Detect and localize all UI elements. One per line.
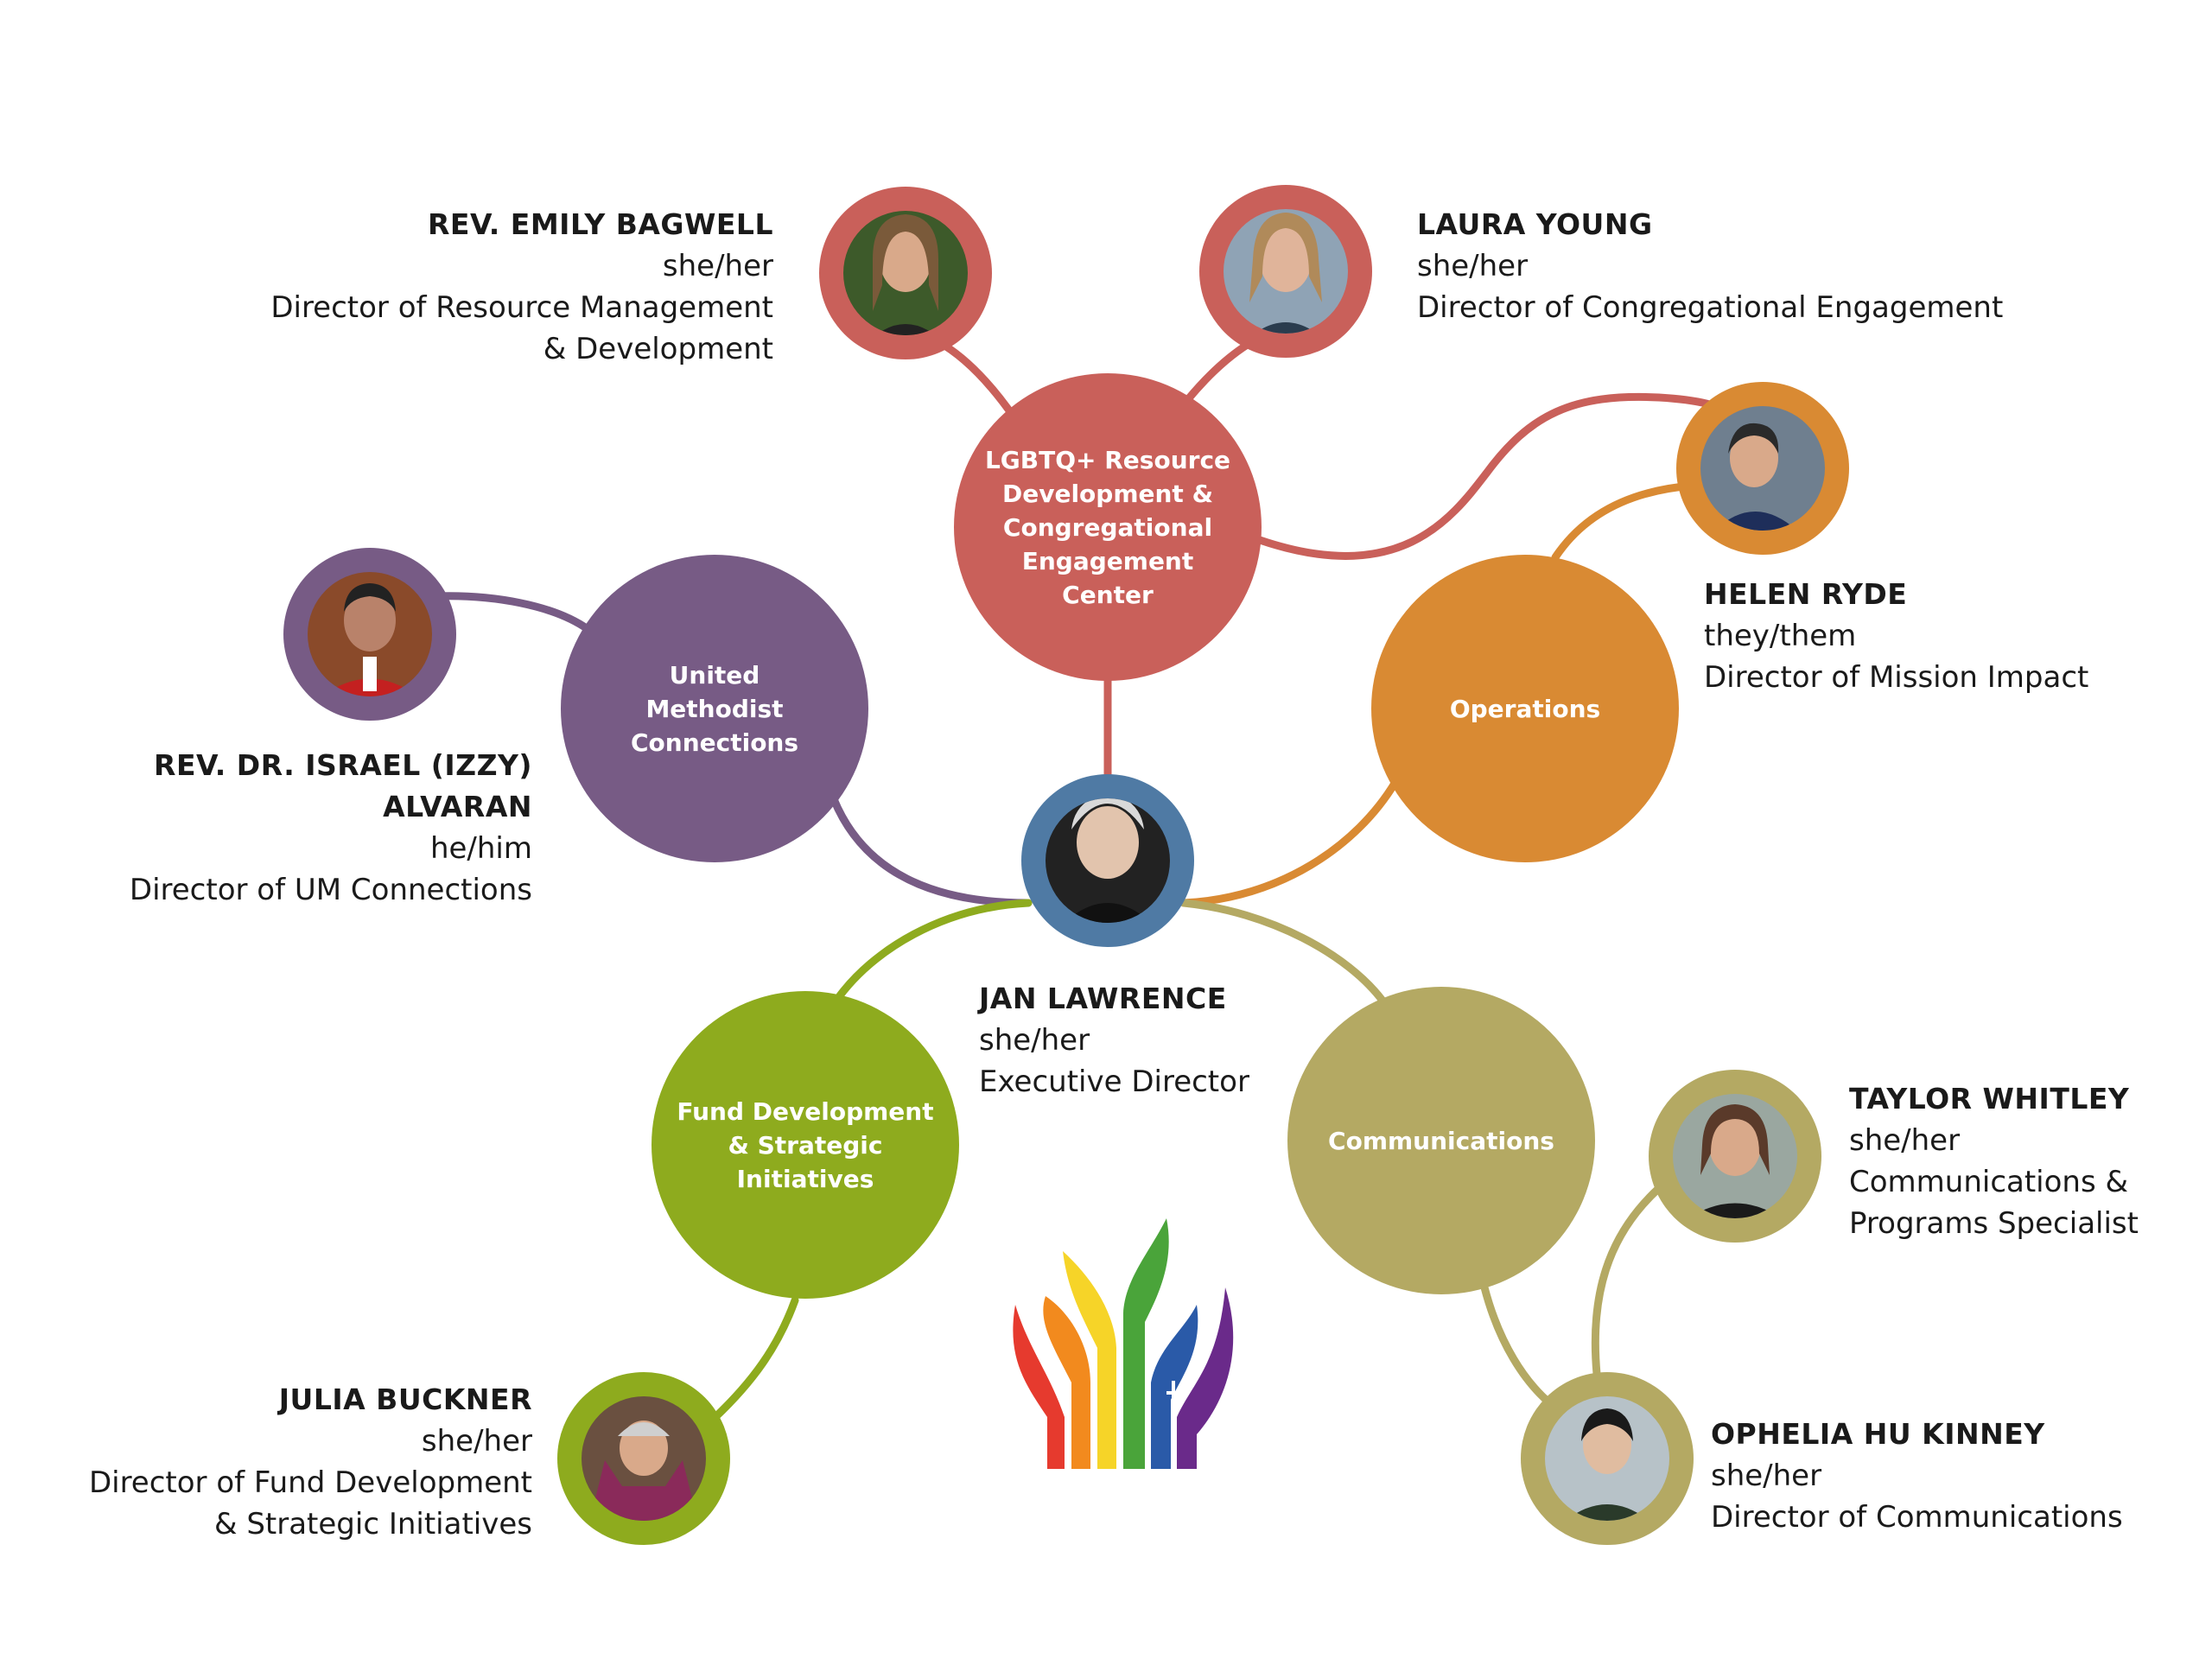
person-title: Director of Mission Impact [1704,660,2089,695]
person-title: Communications & [1849,1165,2129,1199]
communications-node [1287,987,1595,1294]
person-pronouns: she/her [1417,249,1529,283]
fund-development-label: Fund Development & Strategic Initiatives [677,1096,934,1193]
um-connections-node [561,555,868,862]
person-title: Director of UM Connections [129,873,532,907]
avatar-julia [557,1372,730,1545]
connector-operations-helen [1551,481,1698,562]
operations-label: Operations [1449,694,1601,723]
person-title: Executive Director [979,1065,1249,1099]
person-name: REV. EMILY BAGWELL [428,207,773,241]
connector-taylor-ophelia [1591,1184,1663,1378]
avatar-taylor [1649,1070,1821,1243]
person-title: Director of Congregational Engagement [1417,290,2004,325]
person-name: JULIA BUCKNER [278,1382,532,1416]
flame-hands-logo-icon [1013,1218,1234,1469]
person-taylor: TAYLOR WHITLEY she/her Communications & … [1849,1078,2139,1244]
connector-comms-ophelia [1480,1283,1555,1408]
person-pronouns: she/her [662,249,773,283]
connector-exec-um [830,795,1033,907]
person-title: Director of Fund Development [88,1465,532,1500]
person-name: OPHELIA HU KINNEY [1711,1417,2045,1451]
connector-fund-julia [711,1296,799,1421]
person-title-continued: Programs Specialist [1849,1206,2139,1241]
person-pronouns: he/him [429,831,532,866]
person-name: HELEN RYDE [1704,577,1908,611]
person-title: Director of Communications [1711,1500,2123,1535]
person-name: REV. DR. ISRAEL (IZZY) ALVARAN [154,748,532,823]
avatar-izzy [283,548,456,721]
person-pronouns: she/her [1711,1459,1822,1493]
lgbtq-center-node [954,373,1262,681]
connector-lgbtq-emily [933,337,1020,423]
person-title-continued: & Development [543,332,773,366]
connector-lgbtq-helen [1255,392,1732,560]
connector-um-izzy [432,592,592,633]
avatar-helen [1676,382,1849,555]
person-laura: LAURA YOUNG she/her Director of Congrega… [1417,204,2003,328]
person-title-continued: & Strategic Initiatives [214,1507,532,1541]
person-helen: HELEN RYDE they/them Director of Mission… [1704,574,2088,698]
person-izzy: REV. DR. ISRAEL (IZZY) ALVARAN he/him Di… [0,745,532,911]
person-jan: JAN LAWRENCE she/her Executive Director [979,978,1249,1103]
connector-exec-comms [1179,899,1387,1005]
person-pronouns: she/her [1849,1123,1961,1158]
person-name: TAYLOR WHITLEY [1849,1082,2130,1116]
person-pronouns: she/her [979,1023,1090,1058]
avatar-ophelia [1521,1372,1694,1545]
connector-lgbtq-laura [1184,340,1253,404]
person-pronouns: they/them [1704,619,1857,653]
operations-node [1371,555,1679,862]
person-title: Director of Resource Management [270,290,773,325]
avatar-emily [819,187,992,359]
person-pronouns: she/her [421,1424,532,1459]
um-connections-label: United Methodist Connections [630,660,799,757]
person-name: JAN LAWRENCE [979,982,1227,1015]
person-emily: REV. EMILY BAGWELL she/her Director of R… [270,204,773,370]
connectors [432,337,1732,1421]
person-ophelia: OPHELIA HU KINNEY she/her Director of Co… [1711,1414,2123,1538]
person-julia: JULIA BUCKNER she/her Director of Fund D… [89,1379,532,1545]
person-name: LAURA YOUNG [1417,207,1653,241]
avatar-jan [1021,774,1194,947]
communications-label: Communications [1328,1126,1554,1155]
fund-development-node [652,991,959,1299]
avatar-laura [1199,185,1372,358]
lgbtq-center-label: LGBTQ+ Resource Development & Congregati… [984,445,1231,609]
connector-exec-fund [834,899,1033,1002]
connector-exec-operations [1179,778,1400,907]
